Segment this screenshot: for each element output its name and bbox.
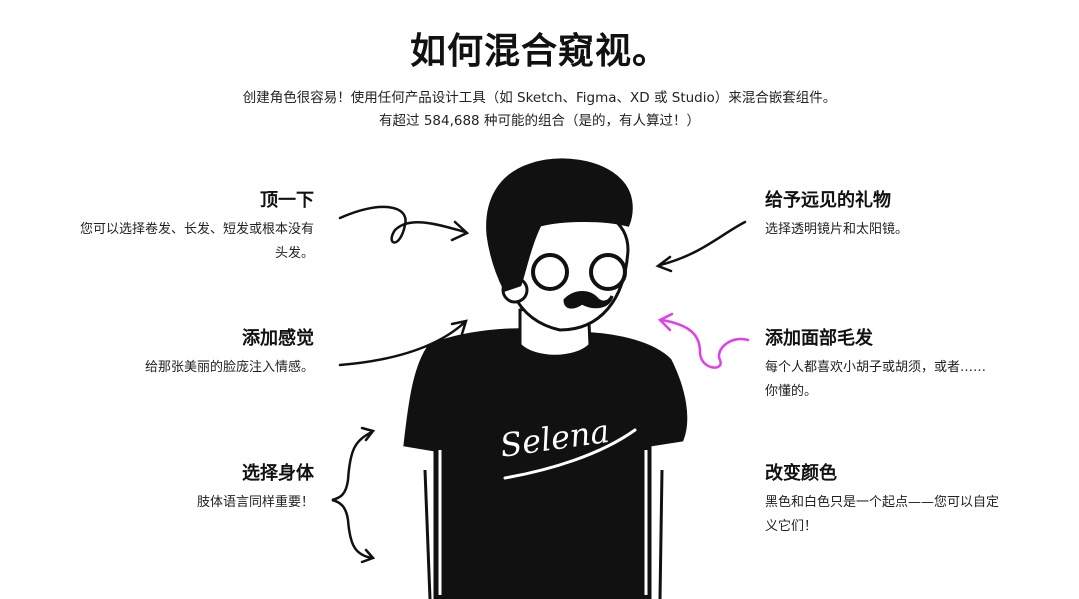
arrow-feeling — [338, 319, 468, 367]
glasses-left — [531, 253, 569, 291]
mustache — [563, 291, 614, 309]
arrow-top — [338, 205, 470, 244]
feature-colors: 改变颜色 黑色和白色只是一个起点——您可以自定义它们！ — [765, 463, 1003, 539]
feature-desc: 您可以选择卷发、长发、短发或根本没有头发。 — [79, 222, 314, 261]
glasses-right — [589, 253, 627, 291]
feature-heading: 添加面部毛发 — [765, 328, 873, 349]
feature-heading: 选择身体 — [242, 463, 314, 484]
feature-desc: 每个人都喜欢小胡子或胡须，或者……你懂的。 — [765, 360, 987, 399]
feature-heading: 改变颜色 — [765, 463, 837, 484]
subtitle-line-1: 创建角色很容易！使用任何产品设计工具（如 Sketch、Figma、XD 或 S… — [242, 90, 837, 106]
arrow-vision — [655, 220, 747, 273]
feature-body: 选择身体 肢体语言同样重要！ — [64, 463, 314, 515]
arrow-facial-hair — [657, 312, 750, 369]
feature-heading: 添加感觉 — [242, 328, 314, 349]
shirt — [403, 328, 688, 599]
feature-heading: 给予远见的礼物 — [765, 190, 891, 211]
feature-facial-hair: 添加面部毛发 每个人都喜欢小胡子或胡须，或者……你懂的。 — [765, 328, 997, 404]
feature-vision: 给予远见的礼物 选择透明镜片和太阳镜。 — [765, 190, 1015, 242]
feature-desc: 给那张美丽的脸庞注入情感。 — [144, 360, 314, 375]
brace-body — [331, 426, 376, 564]
feature-feeling: 添加感觉 给那张美丽的脸庞注入情感。 — [64, 328, 314, 380]
feature-desc: 肢体语言同样重要！ — [196, 495, 314, 510]
feature-top: 顶一下 您可以选择卷发、长发、短发或根本没有头发。 — [64, 190, 314, 266]
character — [403, 158, 688, 599]
feature-desc: 选择透明镜片和太阳镜。 — [765, 222, 909, 237]
feature-heading: 顶一下 — [260, 190, 314, 211]
subtitle-line-2: 有超过 584,688 种可能的组合（是的，有人算过！） — [379, 113, 700, 129]
hair — [486, 158, 633, 292]
feature-desc: 黑色和白色只是一个起点——您可以自定义它们！ — [765, 495, 1000, 534]
page-title: 如何混合窥视。 — [409, 31, 669, 72]
